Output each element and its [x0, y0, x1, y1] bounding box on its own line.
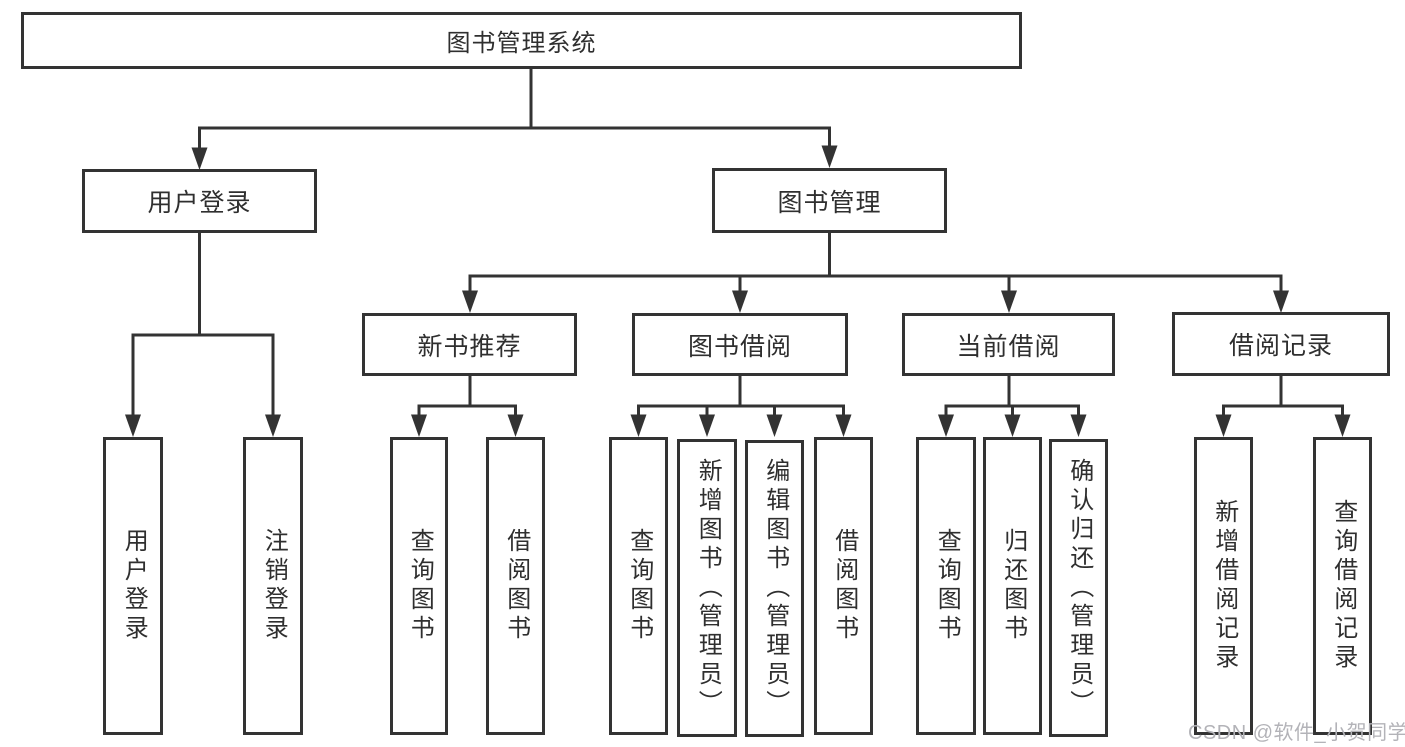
node-label: 归还图书 [999, 528, 1027, 644]
node-leaf-query-borrow-record: 查询借阅记录 [1313, 437, 1372, 735]
arrowheads [125, 145, 1351, 437]
node-leaf-edit-book-admin: 编辑图书（管理员） [745, 440, 804, 737]
node-leaf-add-book-admin: 新增图书（管理员） [677, 439, 737, 737]
node-leaf-query-books-borrowing: 查询图书 [609, 437, 668, 735]
node-leaf-query-books-current: 查询图书 [916, 437, 976, 735]
node-leaf-user-login: 用户登录 [103, 437, 163, 735]
node-label: 图书管理系统 [446, 30, 597, 57]
csdn-watermark: CSDN @软件_小贺同学 [1188, 722, 1405, 744]
node-library-management-system: 图书管理系统 [21, 12, 1022, 69]
node-book-borrowing: 图书借阅 [632, 313, 848, 376]
node-label: 借阅图书 [502, 528, 530, 644]
node-new-book-recommendation: 新书推荐 [362, 313, 577, 376]
node-borrowing-records: 借阅记录 [1172, 312, 1390, 376]
node-label: 确认归还（管理员） [1065, 457, 1093, 719]
node-label: 查询图书 [625, 528, 653, 644]
node-label: 新增图书（管理员） [694, 457, 722, 719]
node-label: 新增借阅记录 [1210, 499, 1238, 673]
node-label: 借阅记录 [1228, 332, 1333, 360]
node-label: 新书推荐 [417, 332, 522, 361]
node-label: 查询图书 [406, 528, 434, 644]
node-leaf-confirm-return-admin: 确认归还（管理员） [1049, 439, 1108, 737]
node-leaf-add-borrow-record: 新增借阅记录 [1194, 437, 1253, 735]
node-label: 用户登录 [147, 189, 252, 217]
node-leaf-logout: 注销登录 [243, 437, 303, 735]
node-book-management: 图书管理 [712, 168, 947, 233]
node-leaf-return-book: 归还图书 [983, 437, 1042, 735]
node-label: 用户登录 [120, 528, 148, 644]
node-label: 注销登录 [260, 528, 288, 644]
node-label: 借阅图书 [830, 528, 858, 644]
node-label: 图书管理 [777, 188, 882, 217]
node-current-borrowing: 当前借阅 [902, 313, 1115, 376]
node-leaf-borrow-books-recommendation: 借阅图书 [486, 437, 545, 735]
node-label: 编辑图书（管理员） [761, 458, 789, 719]
node-label: 图书借阅 [687, 332, 792, 361]
node-leaf-borrow-books-borrowing: 借阅图书 [814, 437, 873, 735]
node-leaf-query-books-recommendation: 查询图书 [390, 437, 448, 735]
node-label: 查询图书 [933, 528, 961, 644]
node-label: 查询借阅记录 [1329, 499, 1357, 673]
node-label: 当前借阅 [956, 332, 1061, 361]
node-user-login: 用户登录 [82, 169, 317, 233]
